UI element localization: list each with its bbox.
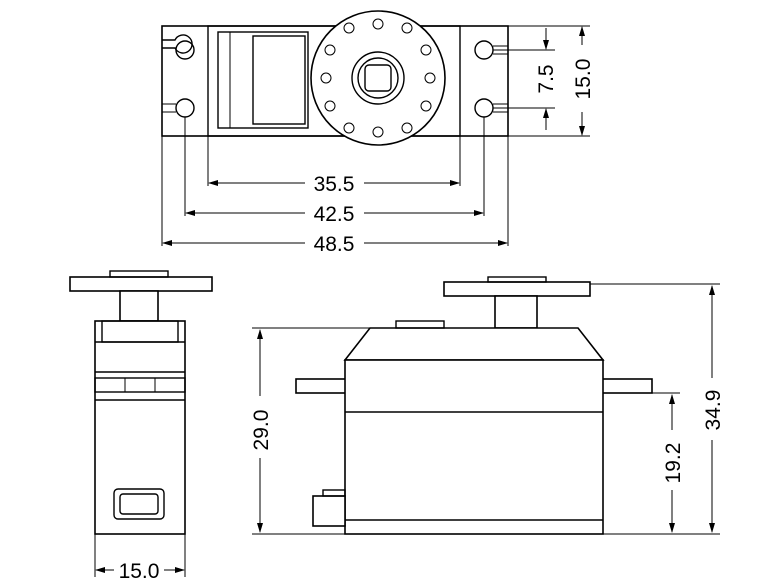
front-case <box>344 359 604 535</box>
front-cable-stub <box>312 495 346 527</box>
front-spline-boss <box>494 295 538 329</box>
output-spline <box>351 51 405 105</box>
dim-flange-height: 15.0 <box>572 59 595 100</box>
horn-disk <box>310 10 446 146</box>
front-case-top <box>343 327 605 361</box>
side-connector <box>113 488 165 520</box>
mount-hole-left-top <box>175 40 195 60</box>
gear-housing <box>217 31 309 129</box>
side-case <box>94 320 186 535</box>
dim-case-height: 29.0 <box>250 410 273 451</box>
dim-overall-width: 48.5 <box>314 233 355 256</box>
dim-flange-height-front: 19.2 <box>662 443 685 484</box>
front-flange-left <box>295 378 347 394</box>
top-view: 35.5 42.5 48.5 7.5 15.0 <box>161 10 595 256</box>
case-top <box>207 25 461 137</box>
dim-total-height: 34.9 <box>702 390 725 431</box>
horn-holes <box>320 18 436 138</box>
side-horn-arm <box>69 276 213 292</box>
side-view: 15.0 <box>69 270 213 583</box>
dim-hole-spacing: 7.5 <box>535 64 558 93</box>
front-flange-right <box>601 378 653 394</box>
dim-holes-inner: 35.5 <box>314 173 355 196</box>
side-spline-boss <box>119 290 159 322</box>
front-view: 29.0 19.2 34.9 <box>250 276 725 535</box>
front-horn-arm <box>443 281 591 297</box>
side-flange <box>94 377 186 393</box>
dim-depth: 15.0 <box>119 560 160 583</box>
dim-holes-outer: 42.5 <box>314 203 355 226</box>
